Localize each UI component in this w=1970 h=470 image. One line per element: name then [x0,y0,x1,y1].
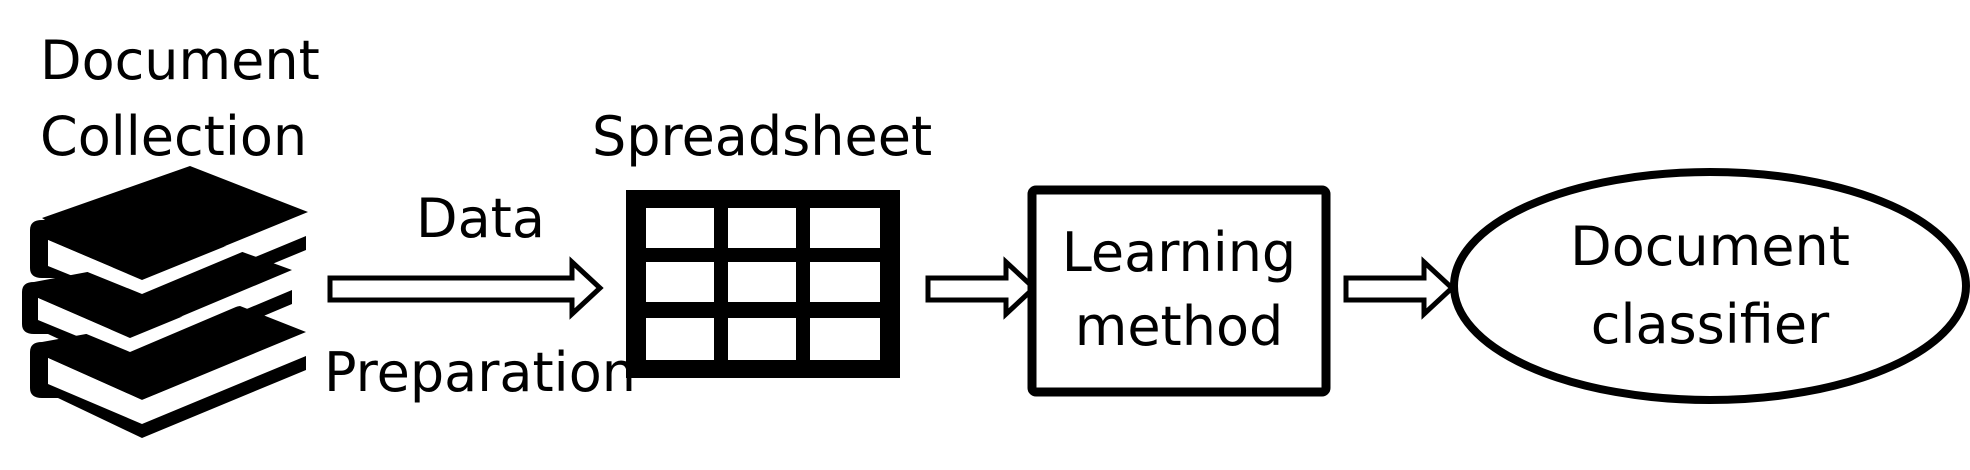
learning-method-label-line2: method [1074,295,1284,358]
arrow-data-preparation [327,256,604,320]
document-classifier-label-line2: classifier [1590,293,1830,356]
document-collection-label-line1: Document [40,29,320,92]
learning-method-label-line1: Learning [1061,221,1297,284]
edge-label-data: Data [416,187,545,250]
arrow-to-learning-method [925,256,1038,320]
document-classifier-label-line1: Document [1570,215,1850,278]
arrow-to-document-classifier [1343,256,1456,320]
learning-method-box [1027,185,1331,397]
table-grid-icon [626,190,900,378]
document-collection-label-line2: Collection [40,105,308,168]
books-stack-icon [22,166,308,438]
edge-label-preparation: Preparation [324,341,636,404]
spreadsheet-label: Spreadsheet [592,105,933,168]
document-classifier-ellipse [1450,168,1970,404]
